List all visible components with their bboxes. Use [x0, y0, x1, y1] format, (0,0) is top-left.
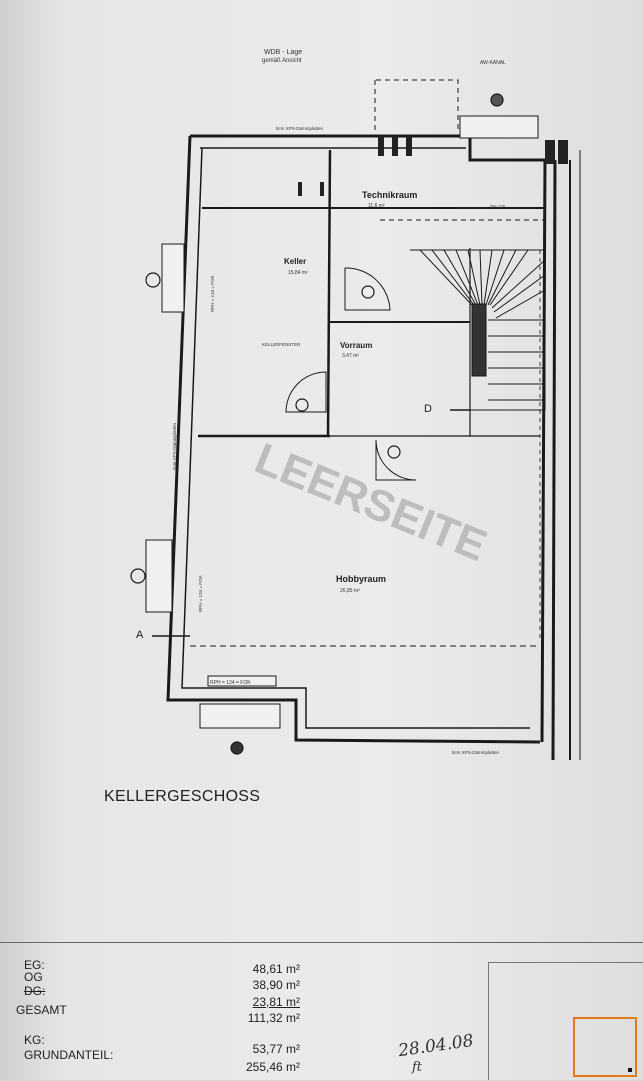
- highlight-box: [573, 1017, 637, 1077]
- row-label-eg: EG:: [24, 958, 45, 972]
- rph-left2-label: RPH = 134 = FOK: [198, 575, 203, 612]
- room-technikraum-name: Technikraum: [362, 190, 417, 200]
- kellerfenster-label: KELLERFENSTER: [262, 342, 301, 347]
- room-vorraum-name: Vorraum: [340, 341, 372, 350]
- section-marker-a: A: [136, 629, 144, 641]
- row-label-og: OG: [24, 970, 43, 984]
- row-value-dg: 23,81 m²: [252, 995, 300, 1009]
- table-divider-horizontal: [488, 962, 643, 963]
- table-divider-vertical: [488, 962, 489, 1080]
- row-value-eg: 48,61 m²: [252, 962, 300, 976]
- doors: [285, 267, 417, 481]
- floor-plan: Keller 15,84 m² Technikraum 11,6 m² Vorr…: [130, 49, 581, 761]
- watermark-leerseite: LEERSEITE: [248, 434, 493, 571]
- row-label-gesamt: GESAMT: [16, 1003, 67, 1017]
- plan-title: KELLERGESCHOSS: [104, 788, 261, 805]
- windows: [145, 115, 539, 729]
- room-hobbyraum-area: 26,85 m²: [340, 588, 360, 594]
- row-value-grundanteil: 255,46 m²: [245, 1060, 300, 1074]
- row-value-gesamt: 111,32 m²: [247, 1011, 300, 1025]
- rph-bottom-label: RPH = 134 = FOK: [210, 680, 251, 686]
- room-keller-area: 15,84 m²: [288, 270, 308, 276]
- room-technikraum-area: 11,6 m²: [368, 203, 385, 209]
- row-value-kg: 53,77 m²: [252, 1042, 300, 1056]
- pipes: [298, 136, 568, 196]
- row-value-og: 38,90 m²: [252, 978, 300, 992]
- room-vorraum-area: 3,47 m²: [342, 353, 359, 359]
- xps-left-label: 5cm XPS-Dämmplatten: [172, 422, 177, 470]
- outer-wall: [190, 134, 545, 162]
- gemaess-ansicht-label: gemäß Ansicht: [262, 58, 302, 64]
- box-dot: [628, 1068, 632, 1072]
- room-keller-name: Keller: [284, 257, 306, 266]
- technik-rohr-label: DN 125: [490, 204, 506, 209]
- rph-left1-label: RPH = 134 = FOK: [210, 275, 215, 312]
- room-hobbyraum-name: Hobbyraum: [336, 574, 386, 584]
- section-marker-d: D: [424, 403, 432, 415]
- row-label-kg: KG:: [24, 1033, 45, 1047]
- row-label-grundanteil: GRUNDANTEIL:: [24, 1048, 114, 1062]
- area-table: [0, 942, 643, 1081]
- xps-bottom-label: 5cm XPS-Dämmplatten: [452, 750, 500, 755]
- wdb-lage-label: WDB - Lage: [264, 49, 302, 56]
- row-label-dg: DG:: [24, 984, 46, 998]
- aw-kanal-label: AW-KANAL: [480, 60, 506, 66]
- xps-top-label: 5cm XPS-Dämmplatten: [276, 126, 324, 131]
- staircase: [410, 249, 546, 411]
- handwritten-initials: ft: [412, 1060, 423, 1075]
